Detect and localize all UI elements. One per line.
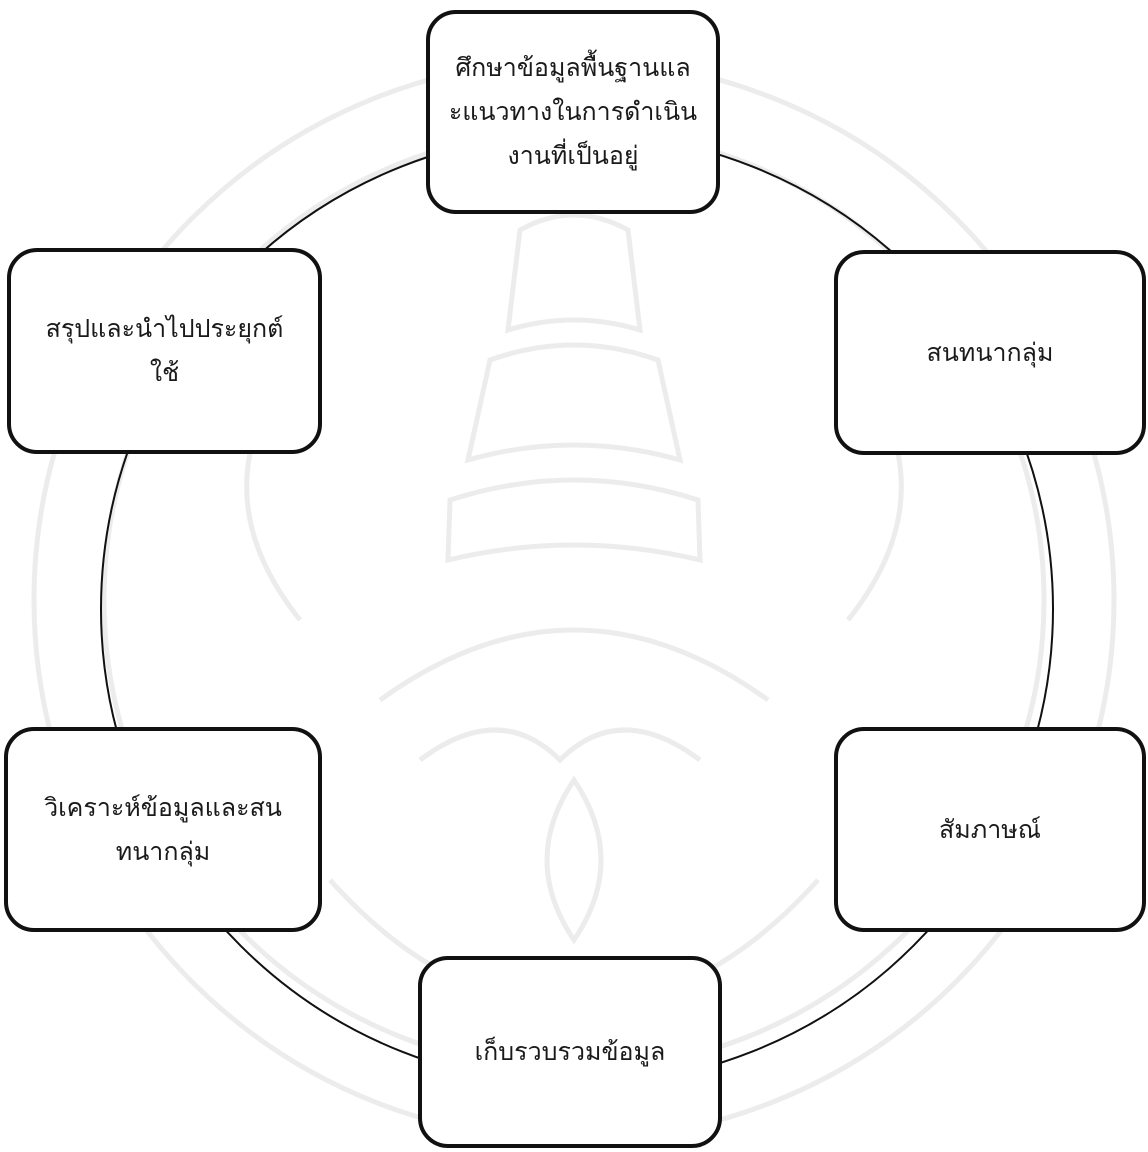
step-box-study-background: ศึกษาข้อมูลพื้นฐานแล ะแนวทางในการดำเนิน … <box>426 10 720 214</box>
step-box-analyze-and-discuss: วิเคราะห์ข้อมูลและสน ทนากลุ่ม <box>4 727 322 932</box>
step-box-interview: สัมภาษณ์ <box>834 727 1146 932</box>
step-box-collect-data: เก็บรวบรวมข้อมูล <box>418 956 722 1148</box>
step-box-summarize-and-apply: สรุปและนำไปประยุกต์ ใช้ <box>7 248 322 454</box>
step-box-group-discussion: สนทนากลุ่ม <box>834 250 1146 455</box>
